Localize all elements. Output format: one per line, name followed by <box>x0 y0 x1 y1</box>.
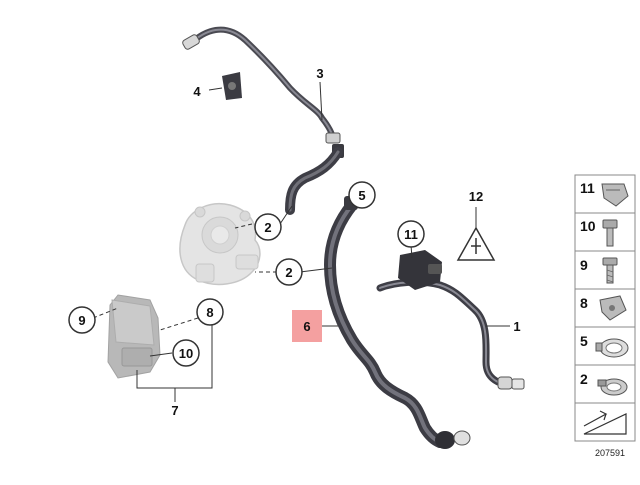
callout-5: 5 <box>348 181 376 209</box>
callout-12: 12 <box>469 189 483 204</box>
bracket-4 <box>222 72 242 100</box>
connector-block <box>398 250 442 290</box>
fuel-line-upper-left <box>285 147 343 215</box>
callout-3: 3 <box>316 66 323 81</box>
callout-7: 7 <box>171 403 178 418</box>
bracket-7 <box>107 294 161 379</box>
side-legend: 11 10 9 8 <box>574 174 636 442</box>
callout-12-label: 12 <box>469 189 483 204</box>
callout-9-label: 9 <box>78 313 85 328</box>
callout-2a: 2 <box>254 213 282 241</box>
legend-item-9: 9 <box>574 250 636 290</box>
legend-item-11: 11 <box>574 174 636 214</box>
callout-2b-label: 2 <box>285 265 292 280</box>
callout-10-label: 10 <box>179 346 193 361</box>
callout-1-label: 1 <box>513 319 520 334</box>
legend-item-5: 5 <box>574 326 636 366</box>
callout-7-label: 7 <box>171 403 178 418</box>
callout-2b: 2 <box>275 258 303 286</box>
callout-4: 4 <box>193 84 201 99</box>
callout-6-label: 6 <box>303 319 310 334</box>
legend-item-2: 2 <box>574 364 636 404</box>
spring-clamp-icon <box>597 378 628 396</box>
legend-item-10: 10 <box>574 212 636 252</box>
tool-arrow-icon <box>583 410 627 435</box>
clamp-icon <box>599 295 627 321</box>
electrical-warning-icon <box>456 226 496 261</box>
callout-4-label: 4 <box>193 84 201 99</box>
legend-number-10: 10 <box>580 218 596 234</box>
legend-number-11: 11 <box>580 180 595 196</box>
callout-9: 9 <box>68 306 96 334</box>
callout-6: 6 <box>292 310 322 342</box>
legend-item-tool <box>574 402 636 442</box>
clip-icon <box>601 183 629 207</box>
callout-1: 1 <box>513 319 520 334</box>
image-code: 207591 <box>595 448 625 458</box>
callout-10: 10 <box>172 339 200 367</box>
legend-number-9: 9 <box>580 257 588 273</box>
legend-number-8: 8 <box>580 295 588 311</box>
screw-icon <box>602 257 618 284</box>
callout-2a-label: 2 <box>264 220 271 235</box>
fuel-line-6 <box>323 196 471 449</box>
hose-clamp-icon <box>595 338 629 358</box>
high-pressure-pump <box>179 203 261 286</box>
callout-8: 8 <box>196 298 224 326</box>
bolt-icon <box>602 219 618 247</box>
fuel-line-3 <box>182 26 344 158</box>
callout-11-label: 11 <box>404 227 418 242</box>
legend-number-2: 2 <box>580 371 588 387</box>
callout-6-highlight <box>292 310 322 342</box>
callout-11: 11 <box>397 220 425 248</box>
callout-8-label: 8 <box>206 305 213 320</box>
legend-number-5: 5 <box>580 333 588 349</box>
fuel-line-1 <box>376 278 525 390</box>
callout-3-label: 3 <box>316 66 323 81</box>
callout-5-label: 5 <box>358 188 365 203</box>
legend-item-8: 8 <box>574 288 636 328</box>
